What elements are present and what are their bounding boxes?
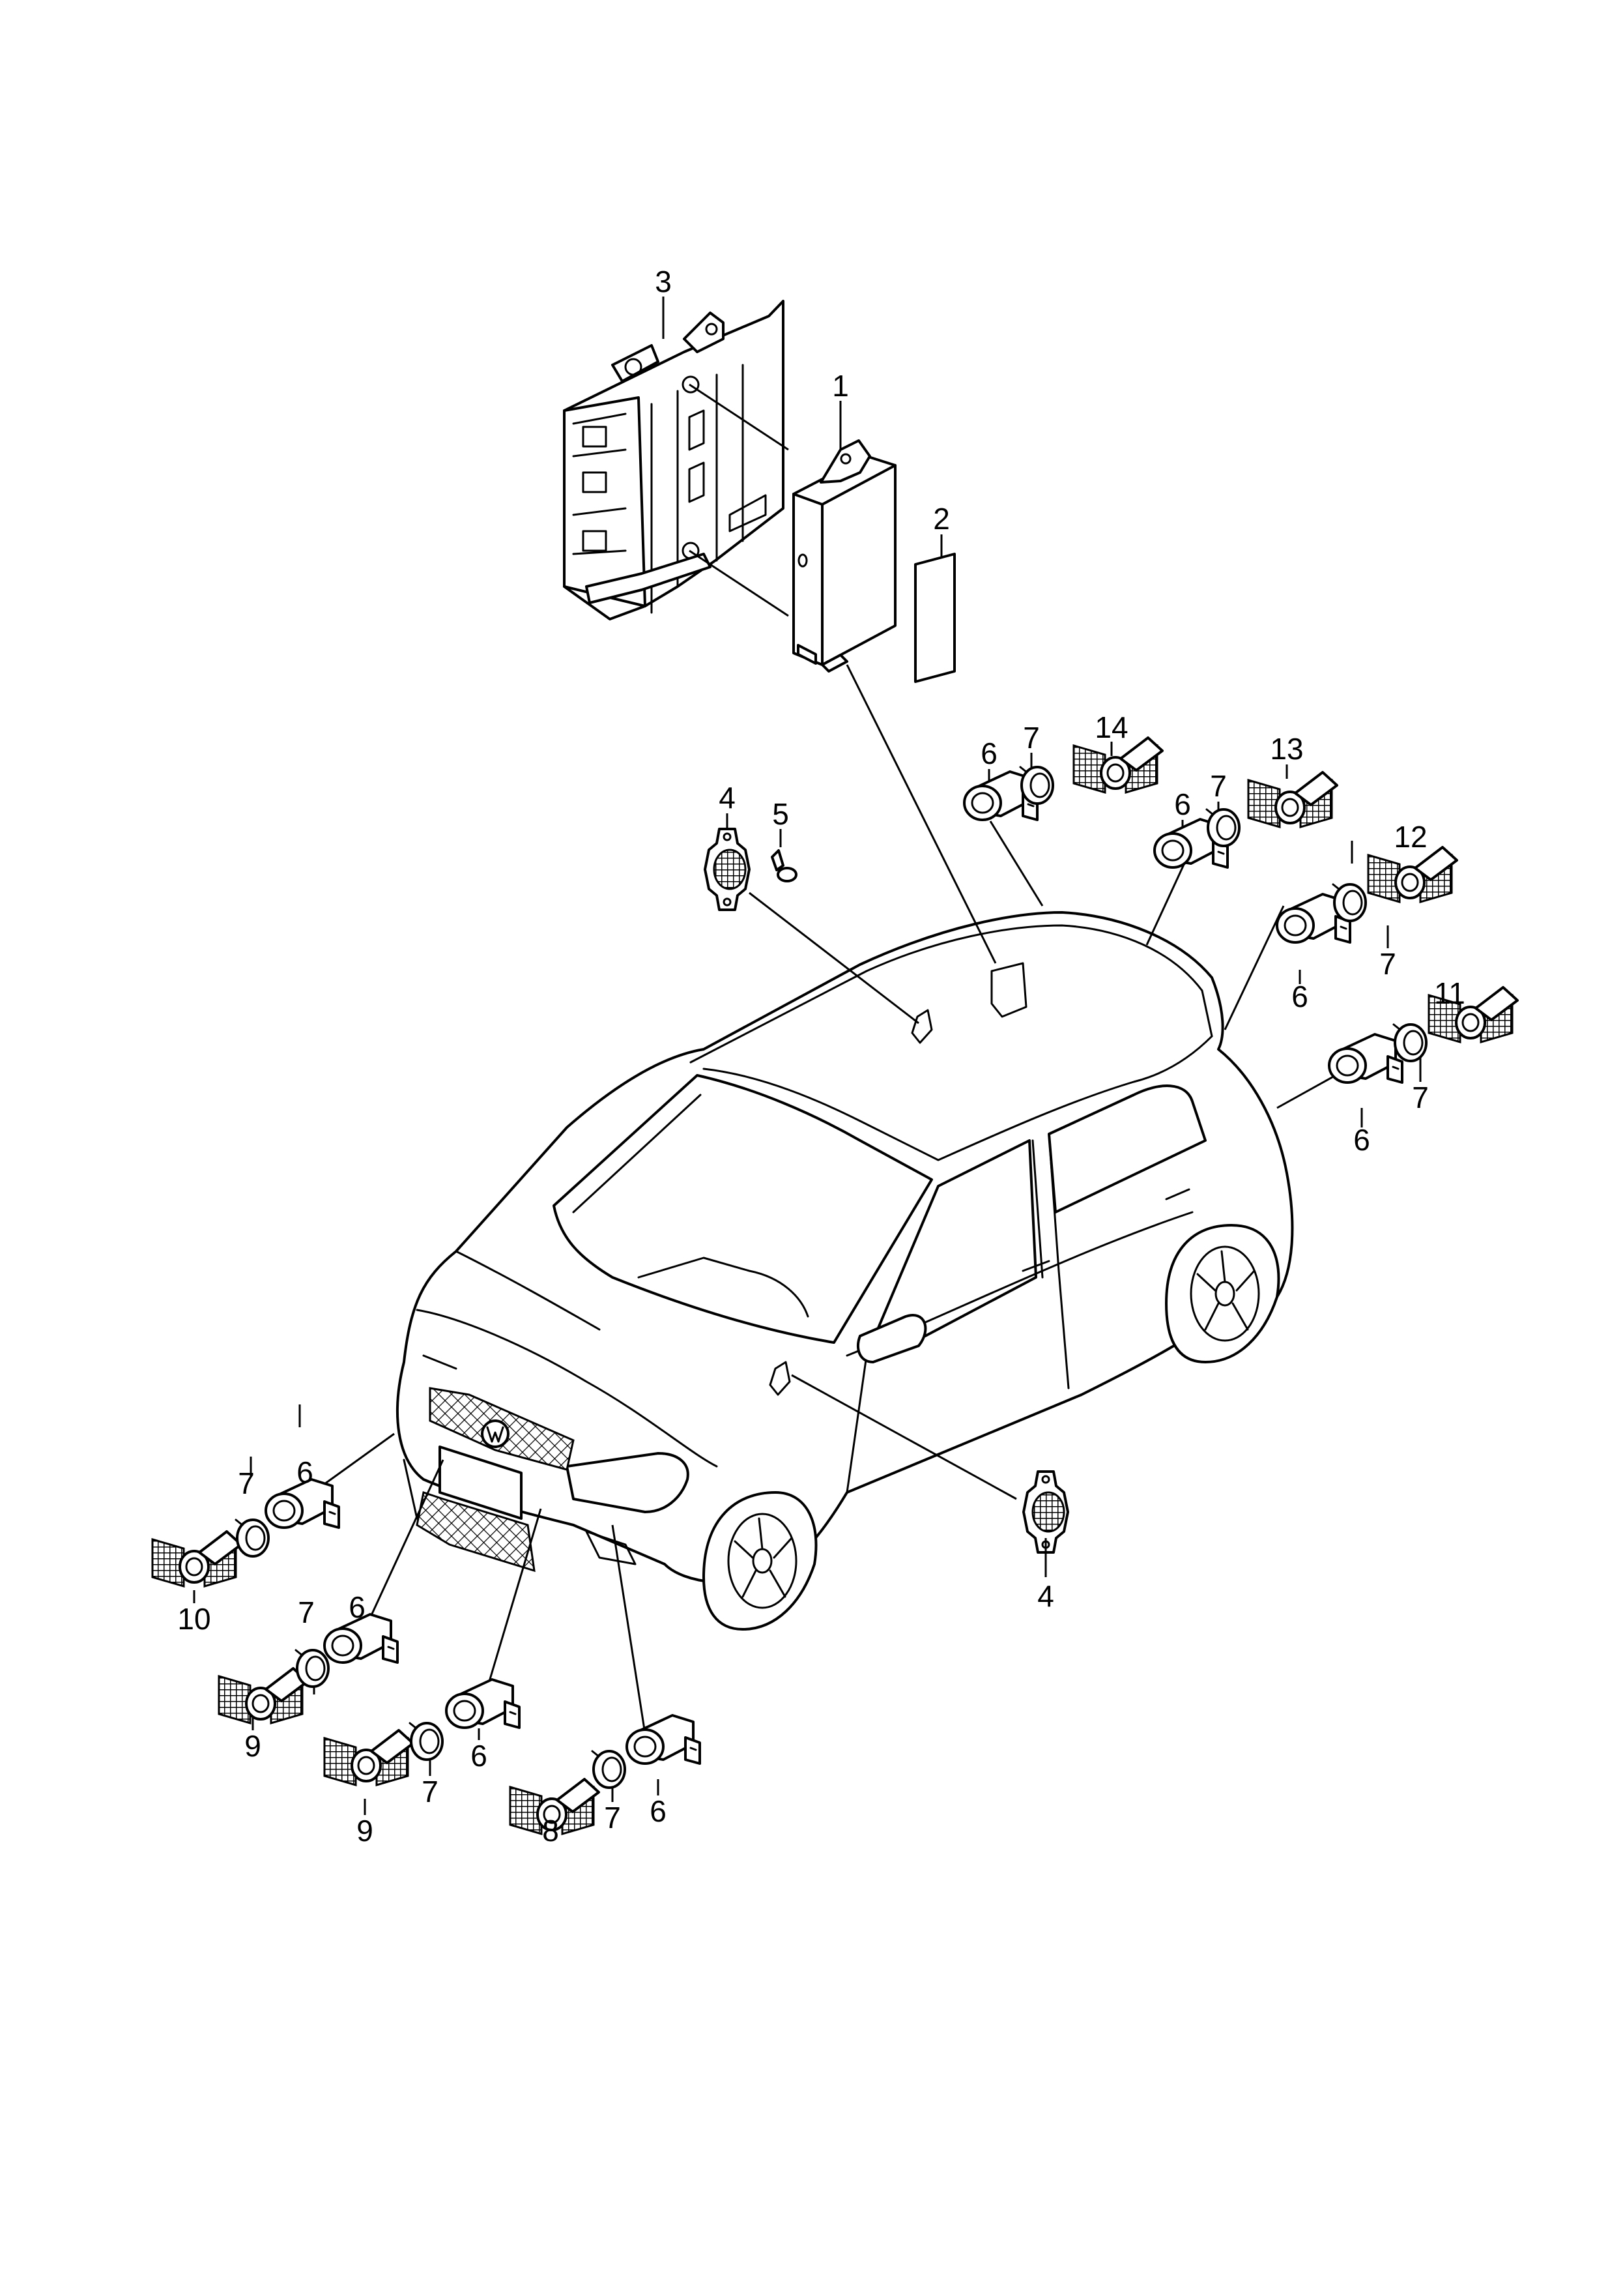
ring-group13: [1205, 808, 1241, 847]
ring-group12: [1332, 883, 1367, 922]
callout-6-g9l: 6: [470, 1739, 487, 1773]
callout-7-g12: 7: [1379, 947, 1396, 981]
callout-6-g9u: 6: [349, 1590, 366, 1624]
callout-13: 13: [1270, 732, 1303, 766]
buzzer-upper: [704, 828, 751, 911]
callout-numbers: 3 1 2 4 5 4 14 7 6 13 7 6 12 7 6 11 7 6 …: [177, 265, 1465, 1848]
label-sticker: [914, 553, 956, 683]
callout-9-upper: 9: [244, 1729, 261, 1763]
callout-9-lower: 9: [356, 1814, 373, 1848]
ring-group8: [591, 1750, 626, 1789]
ring-group9-lower: [409, 1722, 444, 1761]
ring-group9-upper: [294, 1649, 330, 1688]
holder-13: [1247, 771, 1338, 828]
callout-4-upper: 4: [719, 781, 736, 815]
holder-9-upper: [218, 1667, 309, 1724]
callout-6-g12: 6: [1291, 980, 1308, 1013]
callout-7-g10: 7: [238, 1466, 255, 1500]
callout-14: 14: [1095, 710, 1128, 744]
ring-group11: [1392, 1023, 1428, 1062]
callout-10: 10: [177, 1602, 210, 1636]
callout-1: 1: [832, 369, 849, 403]
callout-7-g8: 7: [604, 1801, 621, 1835]
holder-9-lower: [323, 1729, 414, 1786]
leader-lines: [193, 297, 1451, 1815]
sensor-group11: [1328, 1033, 1403, 1084]
sensor-group8: [625, 1714, 701, 1765]
screw: [771, 849, 797, 882]
callout-7-g13: 7: [1210, 769, 1227, 803]
callout-6-g8: 6: [650, 1794, 667, 1828]
callout-3: 3: [655, 265, 672, 298]
callout-6-g13: 6: [1174, 787, 1191, 821]
callout-4-lower: 4: [1037, 1579, 1054, 1613]
vehicle-outline: [396, 911, 1294, 1631]
callout-7-g9u: 7: [298, 1595, 315, 1629]
sensor-group9-lower: [445, 1678, 521, 1729]
callout-5: 5: [772, 797, 789, 831]
holder-12: [1367, 846, 1458, 903]
callout-7-g11: 7: [1412, 1081, 1429, 1114]
callout-2: 2: [933, 502, 950, 536]
callout-7-g9l: 7: [422, 1775, 438, 1809]
mounting-bracket: [563, 300, 784, 620]
callout-7-g14: 7: [1023, 721, 1040, 755]
ring-group10: [235, 1519, 270, 1558]
callout-8: 8: [542, 1814, 559, 1848]
callout-11: 11: [1434, 976, 1465, 1010]
callout-6-g10: 6: [296, 1455, 313, 1489]
holder-10: [151, 1530, 242, 1588]
ring-group14: [1019, 766, 1054, 805]
callout-12: 12: [1394, 820, 1427, 854]
callout-6-g14: 6: [981, 736, 998, 770]
callout-6-g11: 6: [1353, 1123, 1370, 1157]
holder-14: [1072, 736, 1164, 794]
control-unit: [792, 439, 897, 673]
